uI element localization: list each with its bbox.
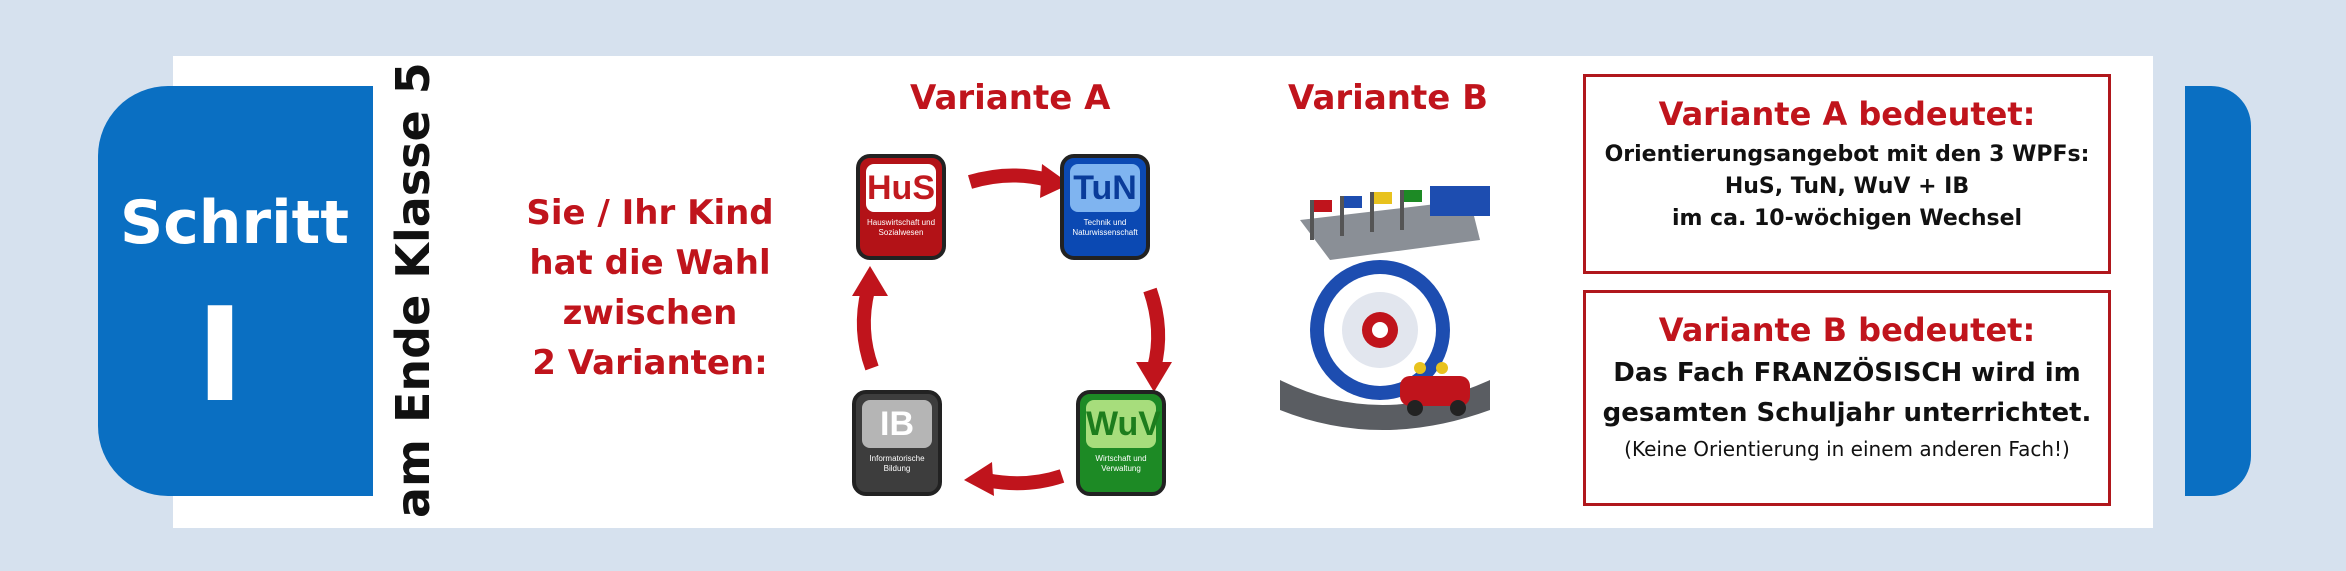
tile-tun: TuN Technik und Naturwissenschaft: [1060, 154, 1150, 260]
tile-wuv-abbr: WuV: [1086, 400, 1161, 448]
variant-a-info-title: Variante A bedeutet:: [1658, 95, 2036, 133]
choice-line: zwischen: [562, 293, 738, 333]
arrow-hus-to-tun-icon: [967, 168, 1050, 189]
vertical-caption: am Ende Klasse 5: [386, 62, 440, 518]
rotation-cycle-arrows: [852, 164, 1172, 496]
variant-a-info-line: HuS, TuN, WuV + IB: [1724, 174, 1970, 199]
arrowhead-icon: [852, 266, 888, 296]
choice-line: 2 Varianten:: [532, 343, 768, 383]
tile-tun-name: Technik und Naturwissenschaft: [1072, 218, 1138, 237]
variant-b-title: Variante B: [1288, 78, 1489, 118]
variant-a-title: Variante A: [910, 78, 1111, 118]
arrow-ib-to-hus-icon: [856, 288, 879, 371]
step-label: Schritt: [120, 188, 350, 258]
arrow-tun-to-wuv-icon: [1143, 287, 1166, 370]
arrowhead-icon: [1040, 164, 1070, 198]
tile-hus-name: Hauswirtschaft und Sozialwesen: [866, 218, 936, 237]
tile-wuv-name: Wirtschaft und Verwaltung: [1095, 454, 1147, 473]
tile-wuv: WuV Wirtschaft und Verwaltung: [1076, 390, 1166, 496]
variant-a-info-line: Orientierungsangebot mit den 3 WPFs:: [1604, 142, 2090, 167]
tile-ib-name: Informatorische Bildung: [869, 454, 925, 473]
arrow-wuv-to-ib-icon: [984, 469, 1065, 491]
step-number: I: [195, 279, 245, 431]
tile-tun-abbr: TuN: [1070, 164, 1140, 212]
arrowhead-icon: [1136, 362, 1172, 392]
vertical-caption-text: am Ende Klasse 5: [386, 62, 440, 518]
tile-hus: HuS Hauswirtschaft und Sozialwesen: [856, 154, 946, 260]
arrowhead-icon: [964, 462, 994, 496]
variant-b-info-line: Das Fach FRANZÖSISCH wird im: [1613, 358, 2081, 388]
tile-ib: IB Informatorische Bildung: [852, 390, 942, 496]
french-road-illustration: [1280, 186, 1490, 430]
right-blue-tab: [2185, 86, 2251, 496]
step-badge: [98, 86, 373, 496]
choice-line: hat die Wahl: [529, 243, 771, 283]
choice-line: Sie / Ihr Kind: [526, 193, 774, 233]
tile-hus-abbr: HuS: [866, 164, 936, 212]
choice-text: Sie / Ihr Kind hat die Wahl zwischen 2 V…: [510, 188, 790, 388]
variant-b-info-box: Variante B bedeutet: Das Fach FRANZÖSISC…: [1583, 290, 2111, 506]
variant-b-info-title: Variante B bedeutet:: [1658, 311, 2036, 349]
variant-a-info-box: Variante A bedeutet: Orientierungsangebo…: [1583, 74, 2111, 274]
tile-ib-abbr: IB: [862, 400, 932, 448]
variant-a-info-line: im ca. 10-wöchigen Wechsel: [1671, 206, 2023, 231]
variant-b-info-note: (Keine Orientierung in einem anderen Fac…: [1624, 437, 2070, 461]
variant-b-info-line: gesamten Schuljahr unterrichtet.: [1602, 398, 2092, 428]
